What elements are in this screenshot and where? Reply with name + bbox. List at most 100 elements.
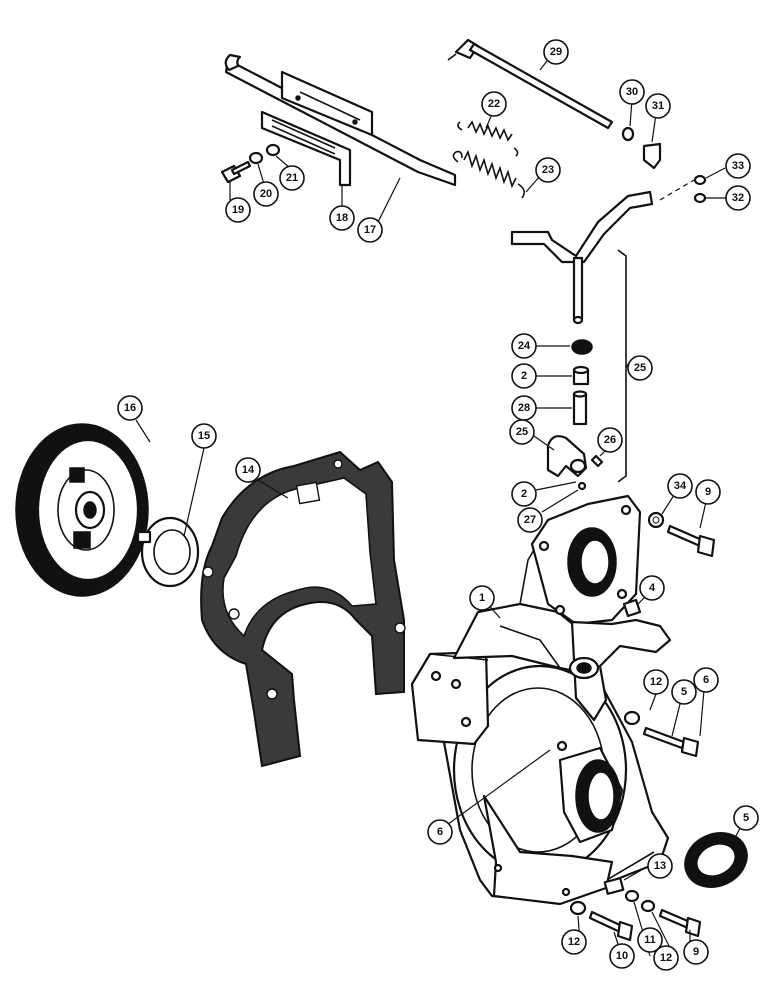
callout-32: 32	[725, 185, 751, 211]
svg-text:5: 5	[681, 686, 687, 698]
bolt-part-9-upper	[666, 524, 716, 558]
pin-part-26	[590, 454, 604, 468]
washer-part-12-mid	[640, 899, 656, 913]
callout-24: 24	[511, 333, 537, 359]
svg-text:1: 1	[479, 592, 485, 604]
sleeve-part-28	[572, 390, 588, 426]
svg-text:19: 19	[232, 204, 244, 216]
lockwasher-part-34	[647, 511, 665, 529]
spring-part-23	[452, 149, 526, 199]
callout-9-upper: 9	[695, 479, 721, 505]
callout-21: 21	[279, 165, 305, 191]
washer-part-11	[624, 889, 640, 903]
callout-15: 15	[191, 423, 217, 449]
svg-text:24: 24	[518, 340, 531, 352]
svg-text:22: 22	[488, 98, 500, 110]
svg-text:27: 27	[524, 514, 536, 526]
svg-text:14: 14	[242, 464, 255, 476]
callout-28: 28	[511, 395, 537, 421]
shaft-lever-part-25	[546, 435, 588, 478]
callout-8: 6	[693, 667, 719, 693]
svg-text:11: 11	[644, 934, 656, 946]
svg-text:4: 4	[649, 582, 656, 594]
callout-31: 31	[645, 93, 671, 119]
svg-text:16: 16	[124, 402, 136, 414]
svg-text:9: 9	[705, 486, 711, 498]
assembly-bracket-25	[617, 249, 627, 483]
housing-part-1	[410, 494, 672, 906]
svg-text:18: 18	[336, 212, 348, 224]
svg-text:12: 12	[660, 952, 672, 964]
svg-text:28: 28	[518, 402, 530, 414]
svg-text:21: 21	[286, 172, 298, 184]
svg-text:32: 32	[732, 192, 744, 204]
callout-12-right: 12	[643, 669, 669, 695]
svg-text:15: 15	[198, 430, 210, 442]
callout-1: 1	[469, 585, 495, 611]
bushing-part-24	[571, 339, 593, 355]
svg-text:12: 12	[650, 676, 662, 688]
nut-part-33	[693, 174, 707, 186]
bolt-part-19	[220, 160, 252, 184]
callout-27: 27	[517, 507, 543, 533]
washer-part-12-left	[569, 900, 587, 916]
washer-part-30	[621, 126, 635, 142]
callout-26: 26	[597, 427, 623, 453]
control-rod-part-29	[447, 38, 614, 130]
svg-text:17: 17	[364, 224, 376, 236]
callout-12-left: 12	[561, 929, 587, 955]
washer-part-21	[265, 143, 281, 157]
callout-5: 5	[733, 805, 759, 831]
svg-text:25: 25	[516, 426, 528, 438]
callout-2-upper: 2	[511, 363, 537, 389]
callout-22: 22	[481, 91, 507, 117]
washer-part-20	[248, 151, 264, 165]
slotted-bracket-part-18	[260, 110, 352, 187]
callout-34: 34	[667, 473, 693, 499]
bushing-part-2-upper	[572, 365, 590, 386]
bolt-part-10	[588, 910, 634, 942]
svg-text:2: 2	[521, 488, 527, 500]
svg-text:12: 12	[568, 936, 580, 948]
callout-7: 5	[671, 679, 697, 705]
svg-text:29: 29	[550, 46, 562, 58]
spacer-part-13	[603, 877, 625, 895]
callout-30: 30	[619, 79, 645, 105]
callout-12-mid: 12	[653, 945, 679, 971]
svg-text:30: 30	[626, 86, 638, 98]
callout-33: 33	[725, 153, 751, 179]
svg-text:6: 6	[703, 674, 709, 686]
callout-11: 11	[637, 927, 663, 953]
governor-lever-part-25	[510, 190, 654, 325]
callout-6: 6	[427, 819, 453, 845]
callout-13: 13	[647, 853, 673, 879]
svg-text:5: 5	[743, 812, 749, 824]
svg-text:26: 26	[604, 434, 616, 446]
svg-text:31: 31	[652, 100, 664, 112]
callout-19: 19	[225, 197, 251, 223]
washer-part-12-right	[623, 710, 641, 726]
callout-29: 29	[543, 39, 569, 65]
callout-10: 10	[609, 943, 635, 969]
ball-part-27	[577, 481, 587, 491]
callout-14: 14	[235, 457, 261, 483]
callout-labels: 29 30 31 33 32 22 23 19 20 21 18 17 24 2…	[117, 39, 759, 971]
callout-16: 16	[117, 395, 143, 421]
svg-text:9: 9	[693, 946, 699, 958]
nut-part-32	[693, 192, 707, 204]
svg-text:6: 6	[437, 826, 443, 838]
svg-text:34: 34	[674, 480, 687, 492]
bolt-part-9-lower	[658, 908, 702, 938]
svg-text:10: 10	[616, 950, 628, 962]
svg-text:2: 2	[521, 370, 527, 382]
callout-2-lower: 2	[511, 481, 537, 507]
svg-text:33: 33	[732, 160, 744, 172]
seal-part-5	[684, 832, 748, 888]
callout-17: 17	[357, 217, 383, 243]
linkage-arm-part-17	[224, 53, 457, 187]
spring-part-22	[457, 120, 519, 157]
bolt-part-7	[642, 726, 700, 758]
svg-text:25: 25	[634, 362, 646, 374]
clip-part-31	[642, 142, 662, 170]
